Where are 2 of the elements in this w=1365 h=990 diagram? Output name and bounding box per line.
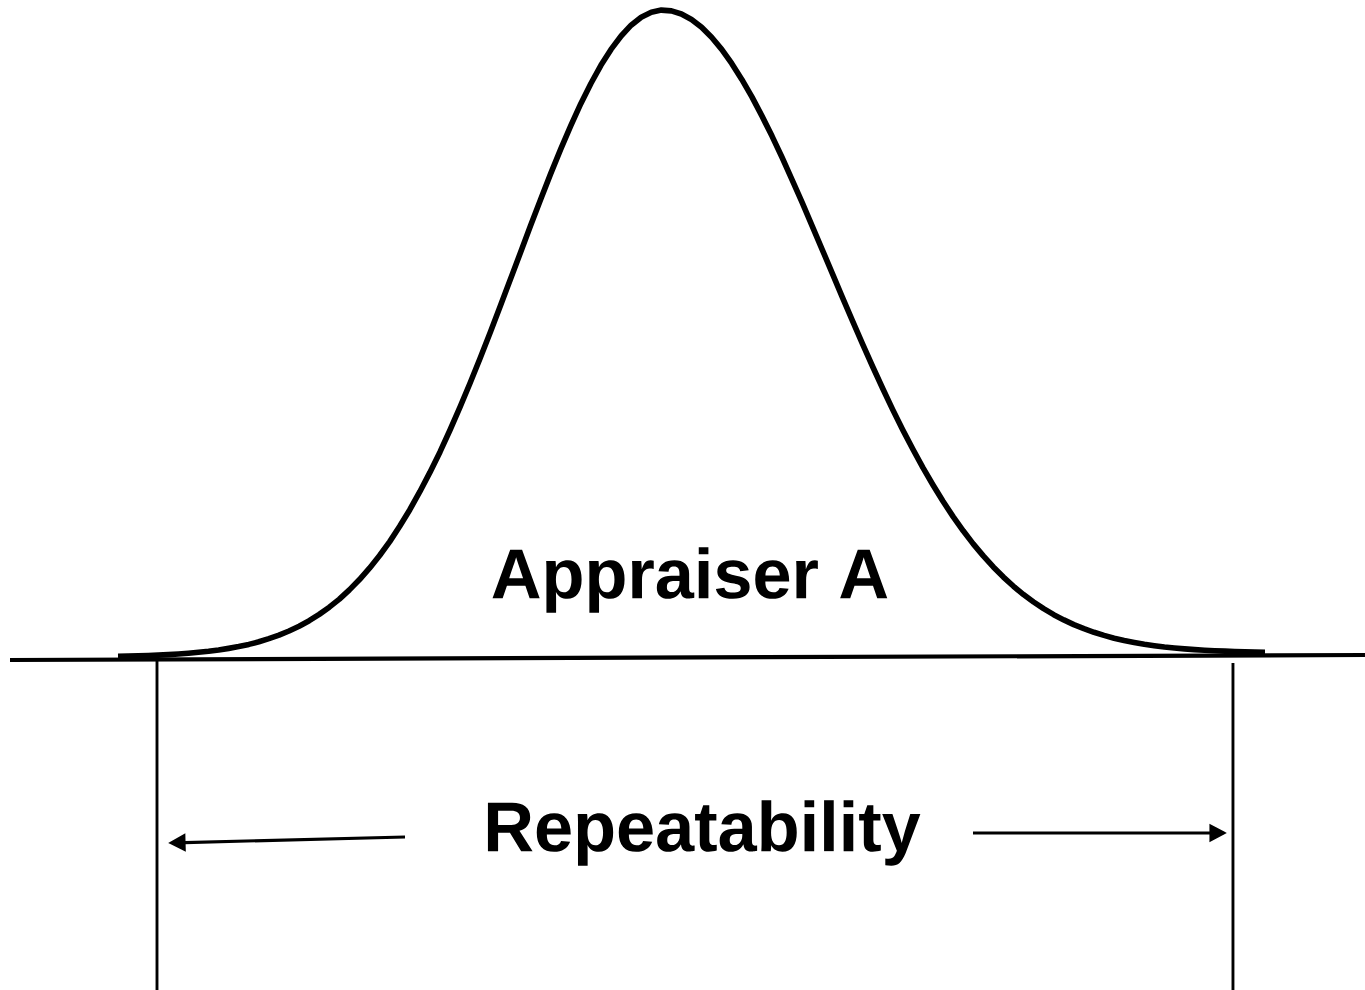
dimension-label: Repeatability [487,800,921,866]
curve-label: Appraiser A [492,547,888,613]
